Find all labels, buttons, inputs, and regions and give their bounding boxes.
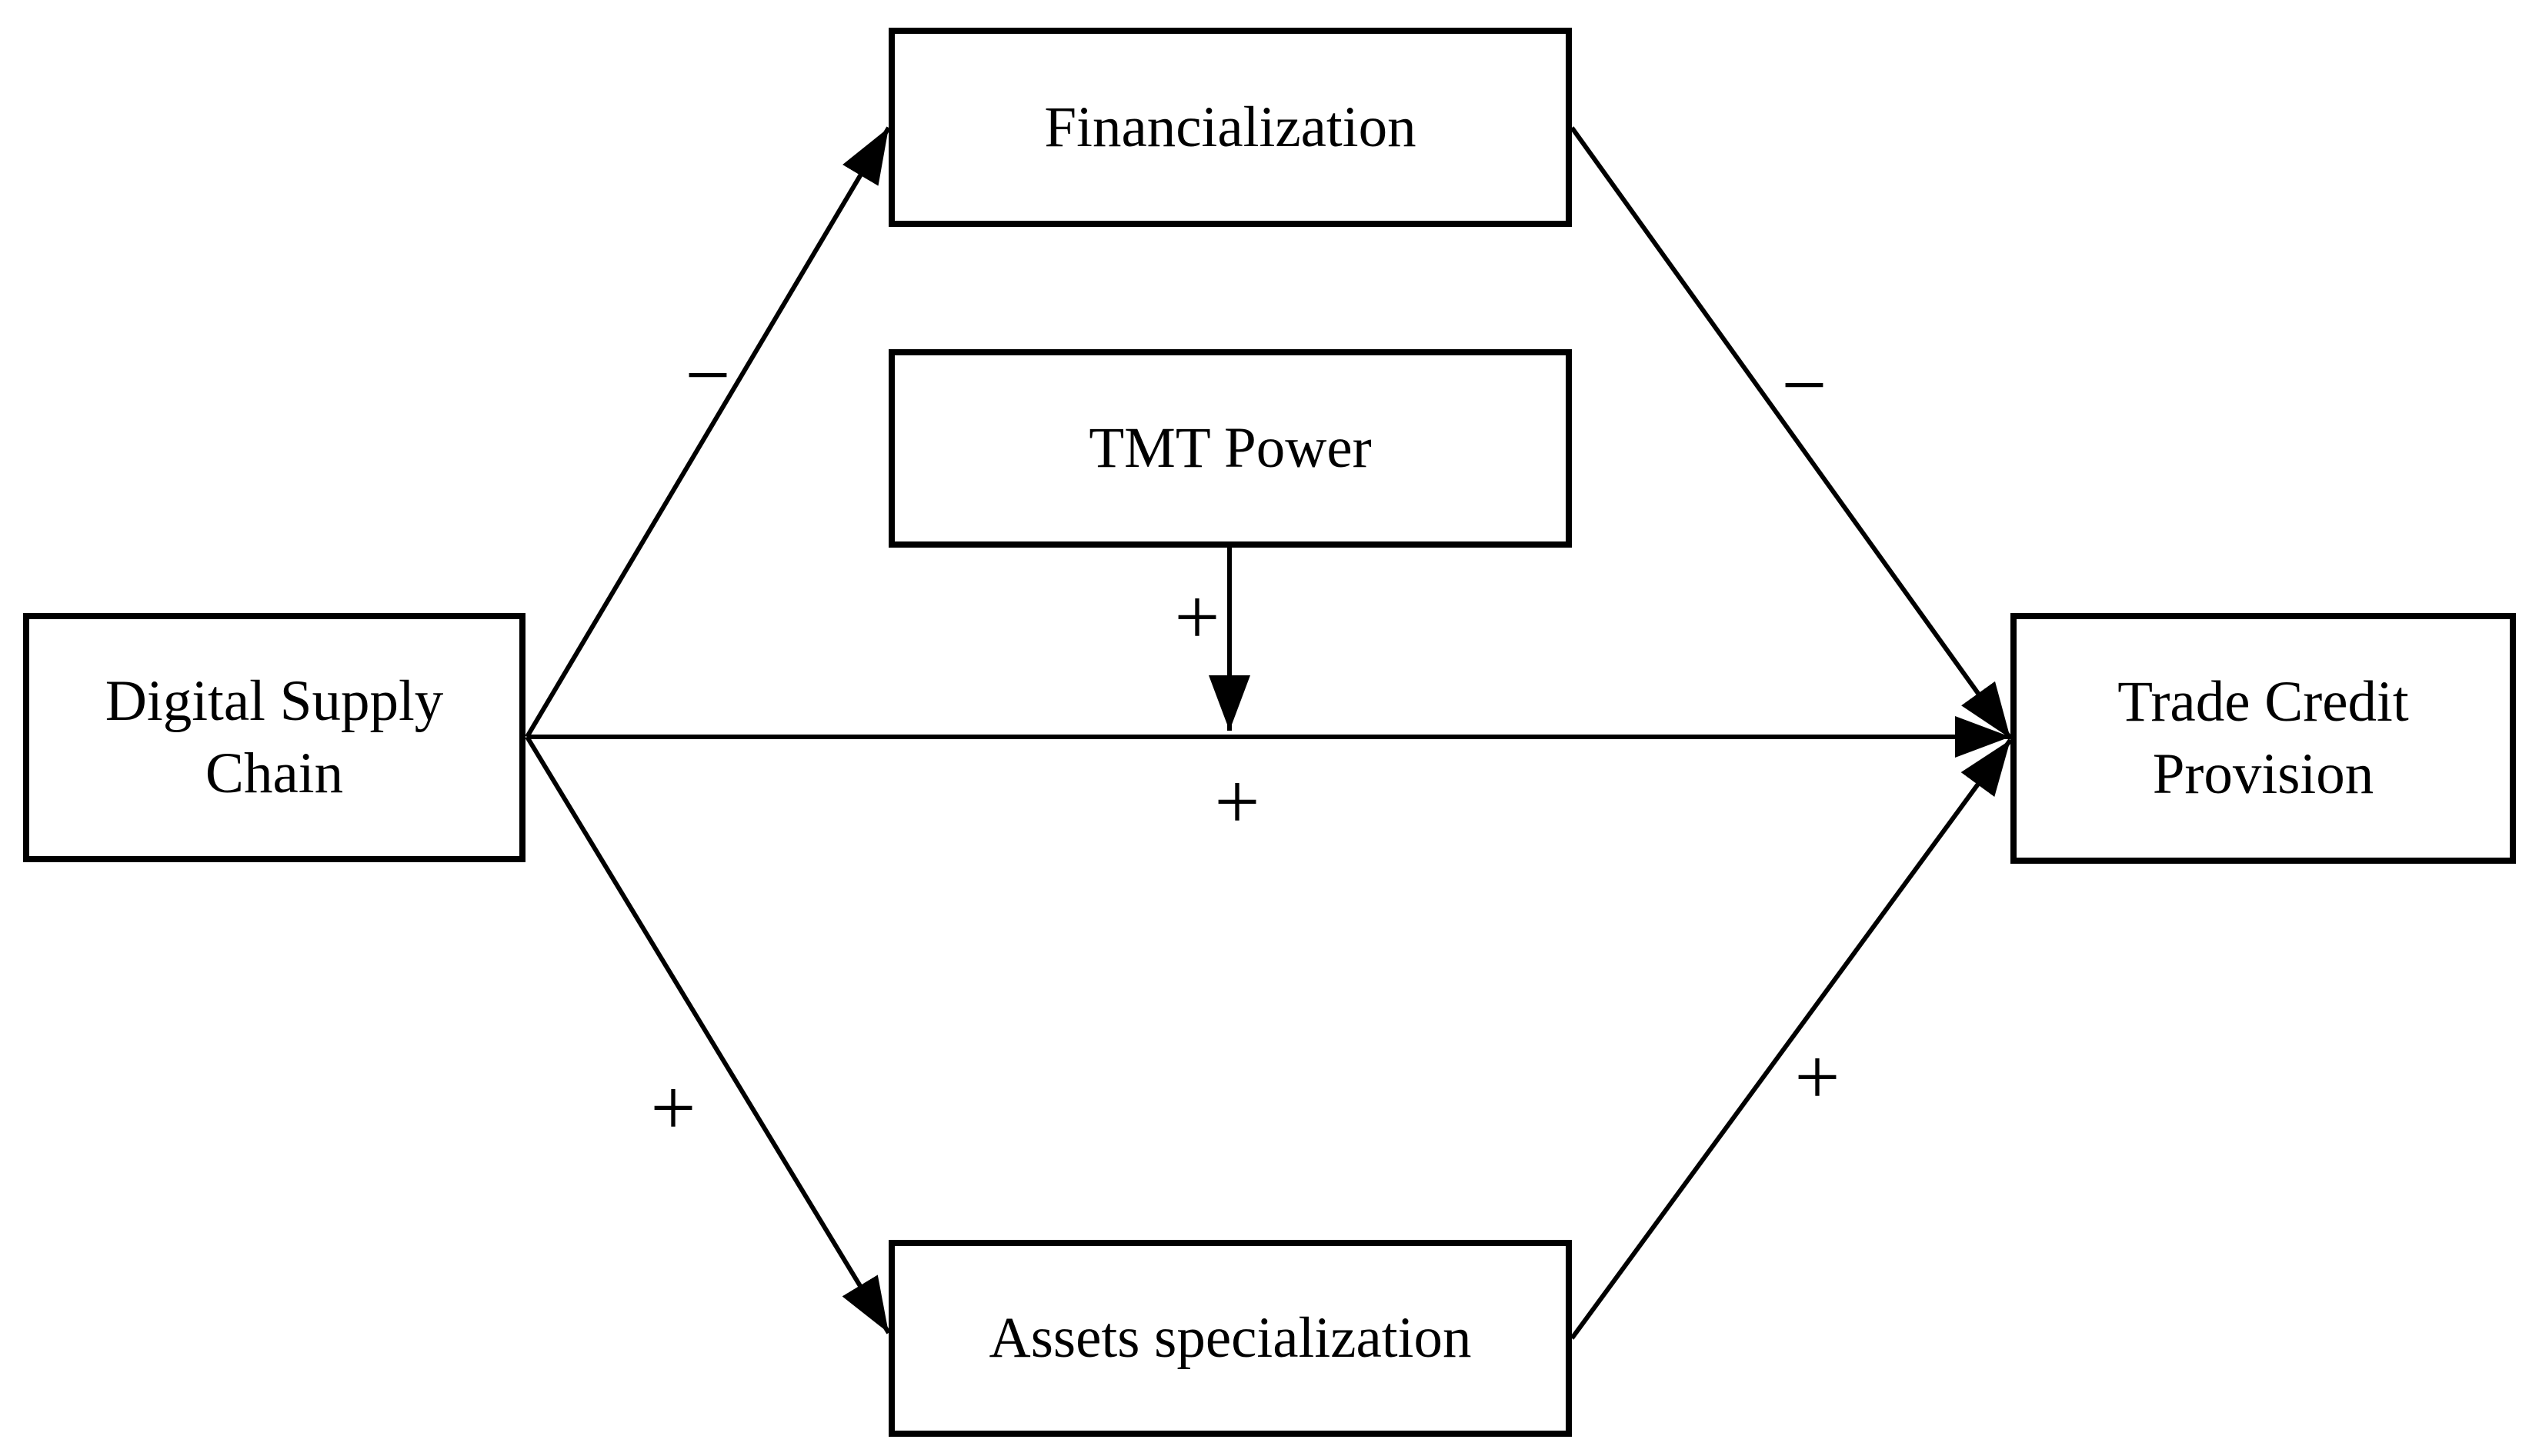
edge-dsc-to-financialization — [525, 126, 891, 738]
edge-assets-to-tcp — [1570, 738, 2013, 1340]
node-trade-credit-provision: Trade Credit Provision — [2010, 613, 2516, 864]
node-digital-supply-chain-label: Digital Supply Chain — [105, 669, 444, 805]
node-trade-credit-provision-label: Trade Credit Provision — [2117, 670, 2409, 806]
node-tmt-power-label: TMT Power — [1089, 416, 1372, 481]
node-assets-specialization: Assets specialization — [889, 1240, 1572, 1437]
edge-sign-financialization-to-tcp: − — [1781, 339, 1827, 430]
node-assets-specialization-label: Assets specialization — [989, 1306, 1472, 1371]
edge-sign-assets-to-tcp: + — [1794, 1031, 1840, 1122]
node-digital-supply-chain: Digital Supply Chain — [23, 613, 525, 862]
edge-sign-tmt-moderation: + — [1174, 571, 1220, 662]
node-tmt-power: TMT Power — [889, 349, 1572, 548]
edge-financialization-to-tcp — [1570, 126, 2013, 740]
edge-dsc-to-assets — [525, 735, 891, 1334]
edge-sign-dsc-to-tcp: + — [1214, 756, 1260, 847]
node-financialization-label: Financialization — [1044, 95, 1416, 159]
edge-sign-dsc-to-financialization: − — [685, 329, 731, 420]
edge-sign-dsc-to-assets: + — [650, 1062, 696, 1153]
node-financialization: Financialization — [889, 28, 1572, 227]
